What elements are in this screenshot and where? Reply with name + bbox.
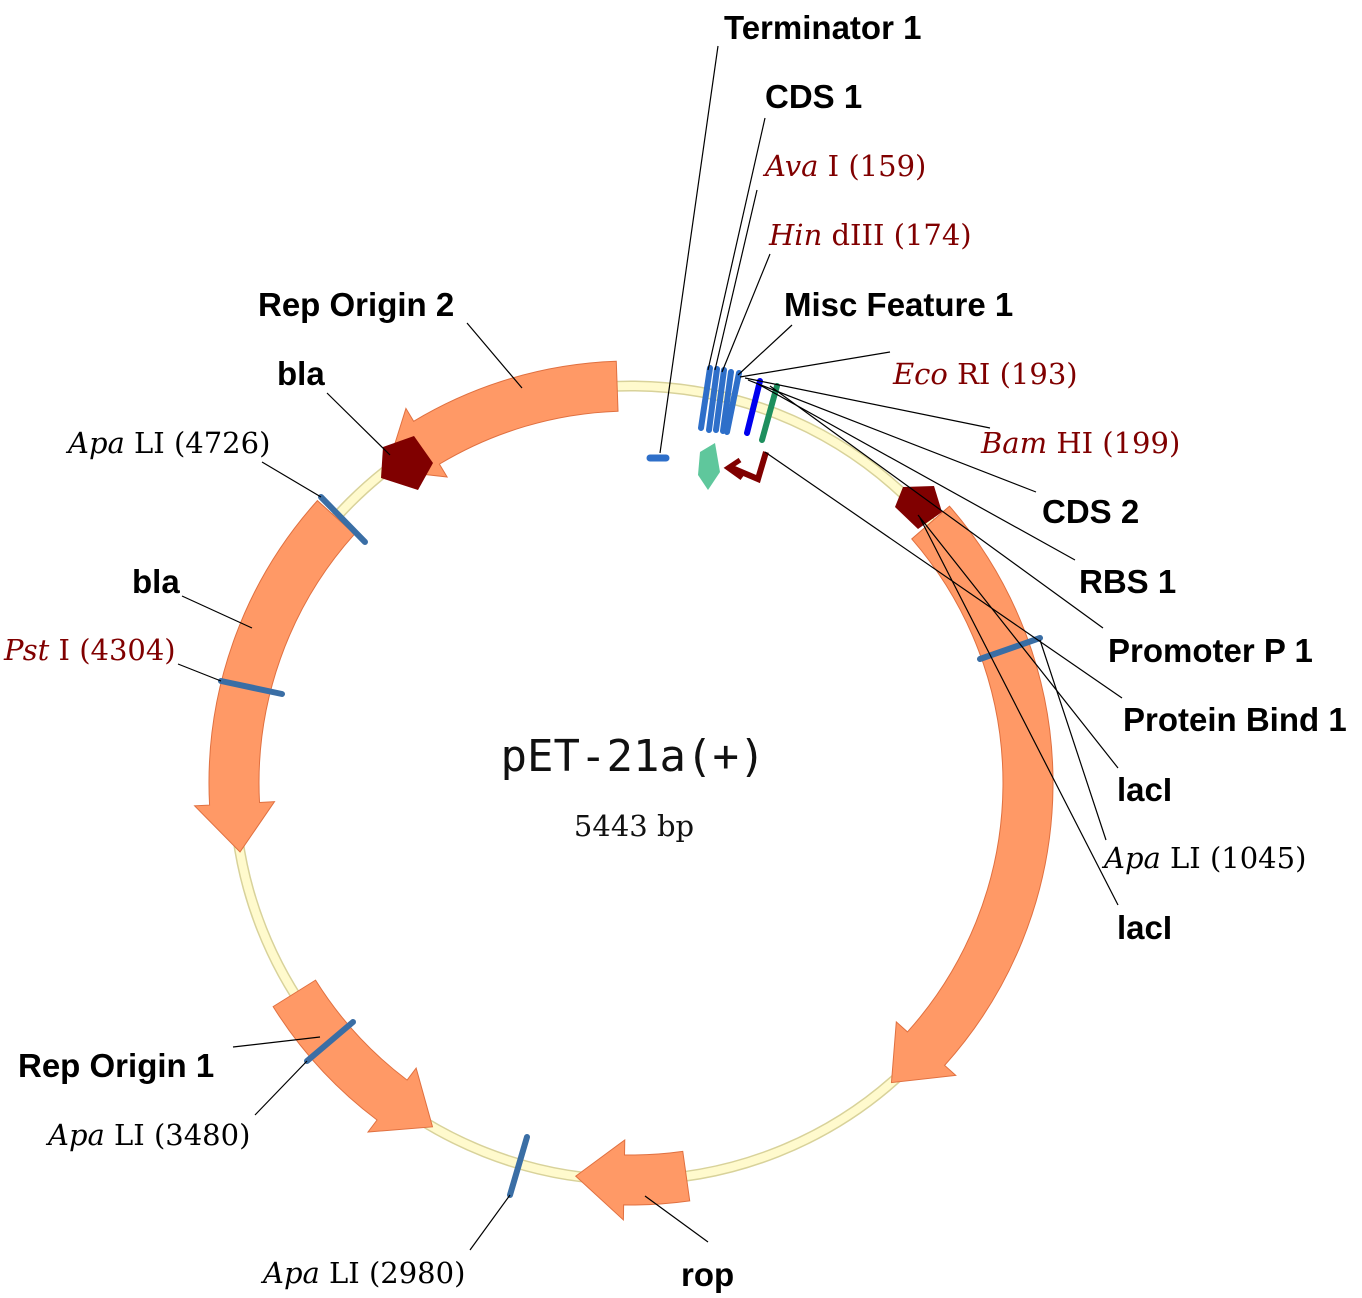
site-bam-hi-enzyme-rest: HI [1047,426,1093,460]
site-pst-i-enzyme-italic: Pst [3,633,50,667]
site-label-apa-li-4726: Apa LI (4726) [65,426,270,460]
site-ava-i-enzyme-rest: I [818,149,839,183]
label-cds-2: CDS 2 [1042,493,1139,530]
site-apa-li-4726-enzyme-italic: Apa [65,426,125,460]
label-terminator-1: Terminator 1 [724,9,921,46]
site-apa-li-1045-position: (1045) [1210,841,1306,875]
promoter-bent-arrow [730,451,769,484]
bla-small-arrow [381,436,433,490]
multiple-cloning-site-features [646,365,780,490]
cds-1-bar-a [698,365,713,431]
site-label-bam-hi: Bam HI (199) [980,426,1180,460]
site-pst-i-position: (4304) [79,633,175,667]
site-ava-i-position: (159) [848,149,926,183]
site-apa-li-2980-position: (2980) [369,1256,465,1290]
site-label-apa-li-1045: Apa LI (1045) [1101,841,1306,875]
label-misc-feature-1: Misc Feature 1 [784,286,1013,323]
label-rep-origin-2: Rep Origin 2 [258,286,454,323]
misc-feature-bar [724,370,742,435]
apa-li-2980-tick [507,1134,530,1198]
laci-arrow [890,505,1054,1084]
gene-arrows [193,360,1054,1222]
label-protein-bind-1: Protein Bind 1 [1123,701,1347,738]
label-laci-2: lacI [1117,909,1172,946]
cds-2-teal-arrow [698,443,720,490]
site-apa-li-2980-enzyme-italic: Apa [260,1256,320,1290]
hind-iii-bar [720,369,734,434]
site-label-pst-i: Pst I (4304) [3,633,176,667]
site-label-eco-ri: Eco RI (193) [892,357,1078,391]
enzyme-site-labels: Ava I (159) Hin dIII (174) Eco RI (193) … [3,149,1306,1290]
site-apa-li-1045-enzyme-italic: Apa [1101,841,1161,875]
site-apa-li-1045-enzyme-rest: LI [1161,841,1201,875]
rep-origin-1-arrow [272,979,434,1133]
site-apa-li-2980-enzyme-rest: LI [320,1256,360,1290]
cds-1-bar-b [706,366,720,433]
site-bam-hi-position: (199) [1102,426,1180,460]
label-laci-1: lacI [1117,771,1172,808]
site-hind-iii-enzyme-italic: Hin [768,218,822,252]
label-bla-top: bla [277,355,325,392]
site-apa-li-3480-position: (3480) [154,1118,250,1152]
site-ava-i-enzyme-italic: Ava [762,149,818,183]
site-apa-li-3480-enzyme-italic: Apa [45,1118,105,1152]
laci-small-arrow [895,486,942,529]
site-pst-i-enzyme-rest: I [49,633,70,667]
site-hind-iii-position: (174) [894,218,972,252]
promoter-bent-arrowhead [723,457,744,481]
site-label-ava-i: Ava I (159) [762,149,926,183]
rop-arrow [574,1138,691,1222]
label-rep-origin-1: Rep Origin 1 [18,1047,214,1084]
label-bla-mid: bla [132,563,180,600]
feature-labels: Terminator 1 CDS 1 Misc Feature 1 Rep Or… [18,9,1347,1293]
site-bam-hi-enzyme-italic: Bam [980,426,1047,460]
leader-lines [177,45,1123,1251]
label-rbs-1: RBS 1 [1079,563,1176,600]
pst-i-tick [218,678,285,697]
label-cds-1: CDS 1 [765,78,862,115]
apa-li-3480-tick [304,1019,356,1064]
label-rop: rop [681,1256,734,1293]
plasmid-name: pET-21a(+) [501,731,766,782]
apa-li-4726-tick [318,494,368,545]
rbs-bar [744,378,763,436]
site-apa-li-4726-position: (4726) [174,426,270,460]
promoter-bar [759,383,780,443]
site-eco-ri-enzyme-italic: Eco [892,357,948,391]
site-apa-li-3480-enzyme-rest: LI [105,1118,145,1152]
site-hind-iii-enzyme-rest: dIII [822,218,884,252]
site-apa-li-4726-enzyme-rest: LI [125,426,165,460]
site-label-hind-iii: Hin dIII (174) [768,218,972,252]
site-eco-ri-enzyme-rest: RI [948,357,991,391]
site-label-apa-li-2980: Apa LI (2980) [260,1256,465,1290]
bla-arrow [193,499,356,853]
ava-i-bar [713,367,727,433]
plasmid-size: 5443 bp [574,809,694,843]
site-label-apa-li-3480: Apa LI (3480) [45,1118,250,1152]
site-eco-ri-position: (193) [1000,357,1078,391]
label-promoter-p-1: Promoter P 1 [1108,632,1313,669]
